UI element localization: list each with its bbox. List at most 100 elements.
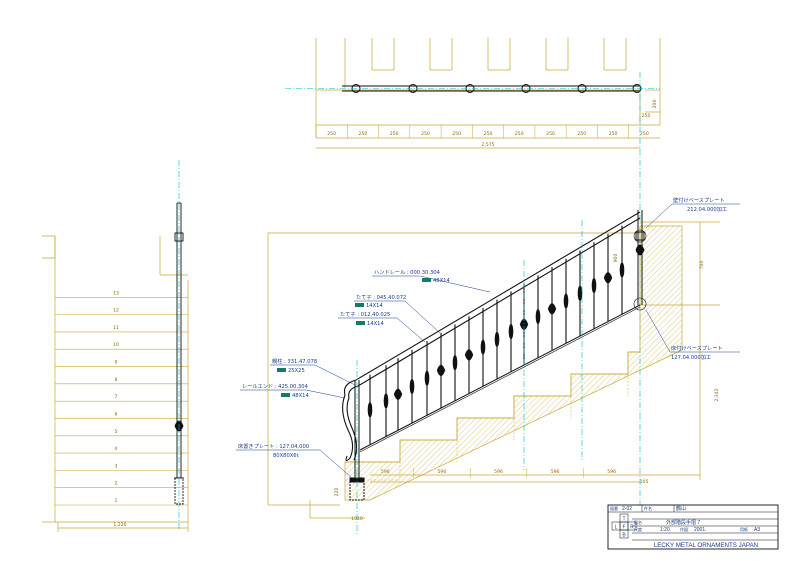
callout-baluster-b: たて子 : 012.40.025 14X14 [338, 311, 426, 343]
callout-floor-base-plate: 床付けベースプレート 127.04.000加工 [645, 309, 740, 361]
baluster-twist [367, 402, 373, 418]
scale: 1:20 [660, 527, 670, 533]
client-label: 件名 [644, 505, 652, 511]
projection-symbol [611, 513, 637, 539]
baluster-ornament [436, 364, 446, 377]
callout-wall-plate: 壁付けベースプレート 212.04.000加工 [645, 196, 740, 229]
baluster-twist [535, 309, 541, 325]
baluster-twist [494, 331, 500, 347]
side-step-number: 2 [115, 481, 118, 487]
plan-side-dimension-2: 250 [642, 113, 651, 119]
side-step-number: 8 [115, 377, 118, 383]
plan-total-dimension: 2,575 [481, 142, 494, 148]
bottom-dimension-label: 596 [438, 469, 447, 475]
baluster-a-label: たて子 : 045.40.072 [356, 294, 406, 301]
side-step-number: 12 [113, 308, 119, 314]
date: 2001. [694, 527, 707, 533]
side-step-number: 3 [115, 463, 118, 469]
baluster-twist [409, 378, 415, 394]
wall-plate-label: 壁付けベースプレート [673, 196, 725, 204]
plan-side-dimension: 200 [652, 100, 658, 109]
stair-treads [345, 351, 640, 463]
floor-base-plate-label: 床付けベースプレート [671, 344, 723, 352]
bottom-dimension-label: 596 [381, 469, 390, 475]
view-mark-left: L [615, 525, 618, 531]
side-step-number: 10 [113, 342, 119, 348]
client: 鶴山 [676, 505, 686, 512]
newel-swatch [277, 368, 286, 372]
baluster-twist [424, 370, 430, 386]
bottom-dimension-label: 596 [494, 469, 503, 475]
floor-plate-spec: 80X80X6t [273, 453, 299, 459]
baluster-twist [591, 278, 597, 294]
dimension-2342: 2,342 [714, 388, 720, 401]
side-step-number: 11 [113, 325, 119, 331]
bottom-dimension-row: 596 596 596 596 596 [356, 468, 616, 478]
baluster-b-swatch [356, 321, 365, 325]
plan-spacing-label: 250 [390, 131, 399, 137]
view-mark-top: T [622, 517, 625, 523]
drawing-title: 外部階段手摺 7 [666, 519, 700, 526]
handrail-swatch [422, 278, 431, 282]
baluster-b-label: たて子 : 012.40.025 [340, 311, 390, 318]
view-mark-front: F [622, 525, 625, 531]
company-name: LECKY METAL ORNAMENTS JAPAN [654, 542, 758, 549]
baluster-twist [508, 324, 514, 340]
bottom-rail [359, 304, 641, 451]
bottom-dimension-label: 596 [551, 469, 560, 475]
side-step-number: 5 [115, 429, 118, 435]
baluster-twist [577, 285, 583, 301]
newel-label: 親柱 : 331.47.078 [272, 357, 317, 365]
side-step-number: 9 [115, 360, 118, 366]
view-mark-bottom: B [622, 533, 626, 539]
step-outline-dashed [345, 374, 629, 481]
right-post [633, 210, 647, 311]
newel-spec: 25X25 [288, 368, 305, 374]
bottom-dimension-label: 596 [607, 469, 616, 475]
plan-spacing-label: 250 [515, 131, 524, 137]
side-stair-outline [42, 235, 189, 532]
wall-plate-spec: 212.04.000加工 [687, 205, 727, 213]
side-step-number: 6 [115, 411, 118, 417]
floor-base-plate-spec: 127.04.000加工 [671, 353, 711, 361]
callout-handrail: ハンドレール : 000.30.304 48X14 [372, 270, 491, 293]
plan-spacing-label: 250 [640, 131, 649, 137]
plan-grid-lines [315, 38, 661, 149]
dimension-220: 220 [334, 488, 340, 497]
plan-centerlines [285, 72, 660, 522]
view-mark-right: R [630, 525, 634, 531]
plan-spacing-label: 250 [546, 131, 555, 137]
floor-plate-label: 床置きプレート : 127.04.000 [238, 442, 309, 450]
baluster-twist [619, 262, 625, 278]
baluster-ornament [464, 349, 474, 361]
plan-spacing-label: 250 [577, 131, 586, 137]
side-step-number: 13 [113, 290, 119, 296]
callout-baluster-a: たて子 : 045.40.072 14X14 [354, 294, 441, 334]
baluster-ornament [603, 272, 613, 284]
side-step-number: 1 [115, 498, 118, 504]
baluster-twist [452, 355, 458, 371]
plan-spacing-label: 250 [359, 131, 368, 137]
side-step-number: 4 [115, 446, 118, 452]
elevation-frame [267, 221, 720, 519]
drawing-no: 2-02 [622, 506, 632, 512]
baluster-ornament [519, 318, 529, 331]
drawing-no-label: 図番 [610, 505, 618, 511]
plan-spacing-label: 250 [327, 131, 336, 137]
side-width-dimension: 1,220 [113, 522, 126, 528]
scale-label: 尺度 [634, 526, 642, 532]
paper-size: A3 [754, 527, 760, 533]
handrail [342, 211, 641, 462]
plan-spacing-label: 250 [609, 131, 618, 137]
title-block: 図番 2-02 件名 鶴山 図名 外部階段手摺 7 尺度 1:20 作図 200… [607, 504, 779, 550]
plan-spacing-label: 250 [421, 131, 430, 137]
handrail-label: ハンドレール : 000.30.304 [374, 270, 441, 276]
handrail-spec: 48X14 [433, 278, 450, 284]
rail-end-label: レールエンド : 425.00.304 [242, 383, 309, 390]
baluster-twist [480, 339, 486, 355]
